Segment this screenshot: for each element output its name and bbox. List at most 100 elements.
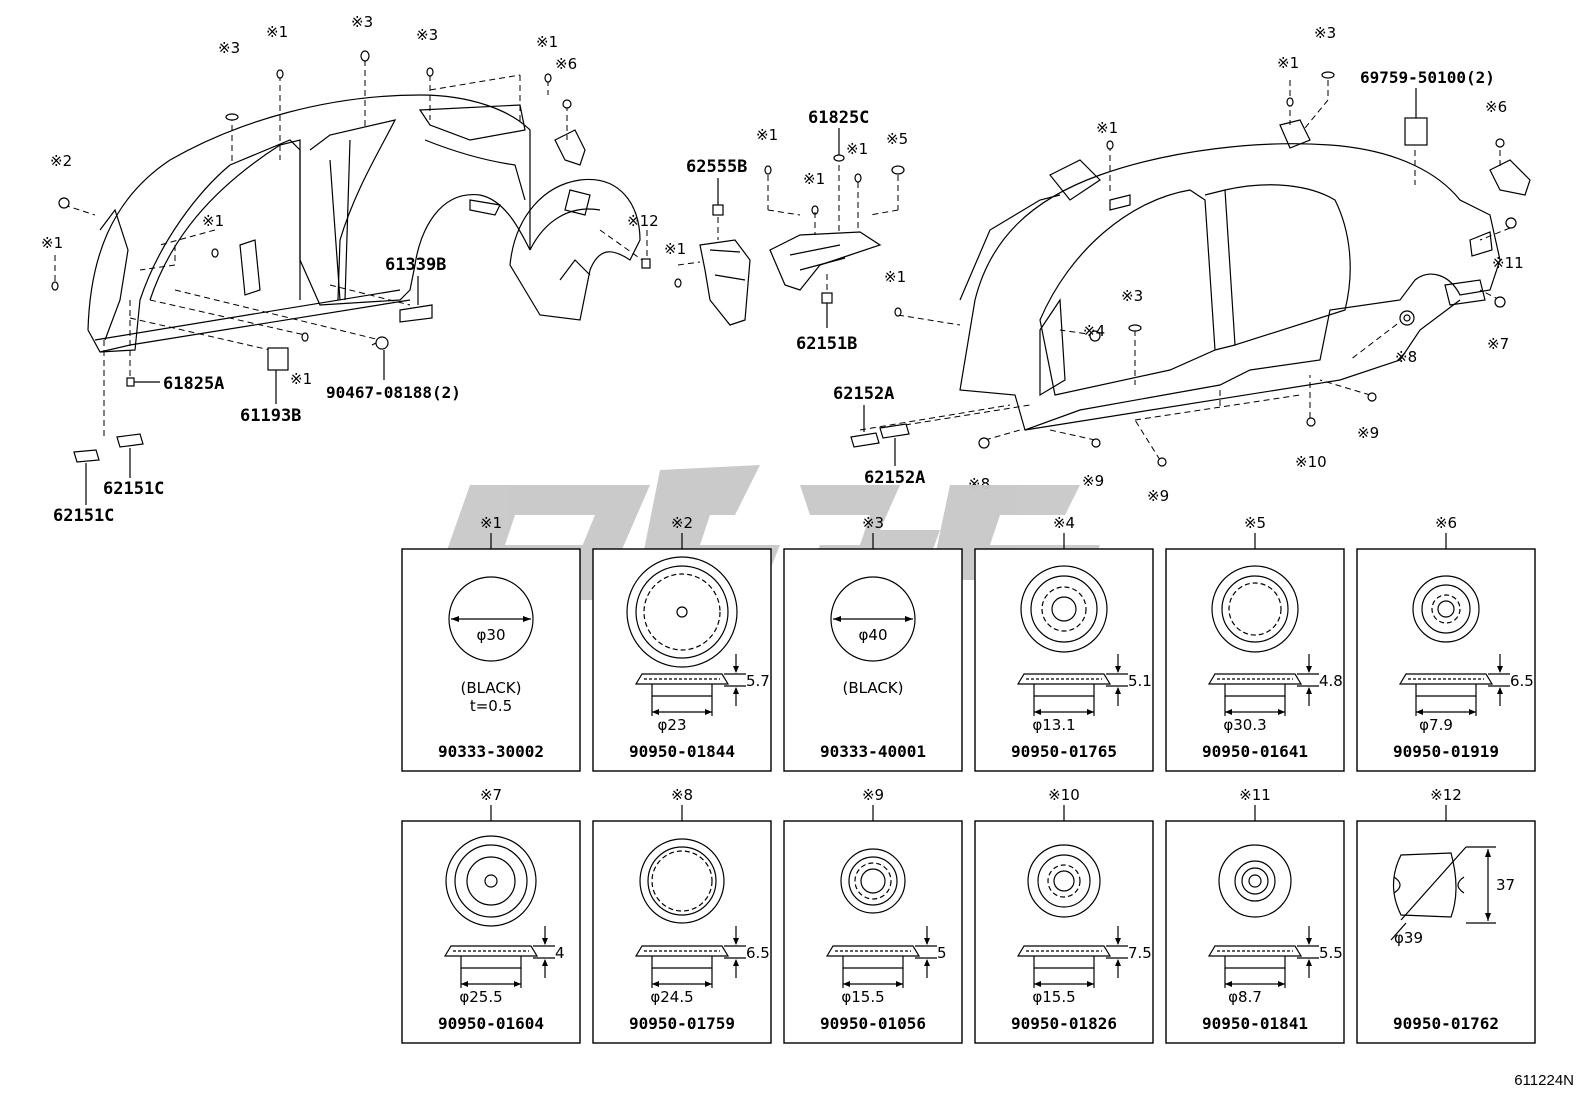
left-fasteners — [51, 50, 651, 463]
svg-text:※12: ※12 — [627, 212, 659, 230]
plug-color: (BLACK) — [842, 679, 903, 697]
label-61339B: 61339B — [385, 255, 446, 275]
plug-diameter: φ15.5 — [841, 988, 884, 1006]
plug-height: 5.5 — [1319, 944, 1343, 962]
plug-cell-11: ※11 90950-01841 5.5 φ8.7 — [1165, 786, 1345, 1044]
label-62151B: 62151B — [796, 334, 857, 354]
plug-box — [401, 820, 581, 1044]
svg-text:※1: ※1 — [664, 240, 686, 258]
plug-box — [1165, 548, 1345, 772]
svg-text:※4: ※4 — [1083, 322, 1105, 340]
svg-text:※1: ※1 — [290, 370, 312, 388]
plug-box — [1165, 820, 1345, 1044]
plug-color: (BLACK) — [460, 679, 521, 697]
plug-thickness: t=0.5 — [470, 697, 512, 715]
left-leaders — [54, 60, 648, 440]
svg-text:※2: ※2 — [50, 152, 72, 170]
plug-diameter: φ30.3 — [1223, 716, 1266, 734]
plug-mark: ※4 — [1053, 514, 1075, 532]
svg-text:※6: ※6 — [555, 55, 577, 73]
plug-height: 37 — [1496, 876, 1515, 894]
svg-text:※1: ※1 — [803, 170, 825, 188]
label-62555B: 62555B — [686, 157, 747, 177]
svg-text:※1: ※1 — [846, 140, 868, 158]
plug-height: 6.5 — [746, 944, 770, 962]
plug-mark: ※3 — [862, 514, 884, 532]
plug-diameter: φ13.1 — [1032, 716, 1075, 734]
plug-cell-1: ※1 90333-30002 φ30 (BLACK)t=0.5 — [401, 514, 581, 772]
label-62151C-upper: 62151C — [103, 479, 164, 499]
callout-labels: 61339B 90467-08188(2) 61825A 61193B 6215… — [53, 68, 1495, 526]
label-62151C-lower: 62151C — [53, 506, 114, 526]
label-69759-50100: 69759-50100(2) — [1360, 68, 1495, 87]
svg-text:※3: ※3 — [416, 26, 438, 44]
svg-text:※10: ※10 — [1295, 453, 1327, 471]
assembly-marks: ※3 ※1 ※3 ※3 ※1 ※6 ※2 ※1 ※1 ※1 ※12 ※1 ※1 … — [41, 13, 1524, 505]
plug-part-number: 90950-01826 — [1011, 1014, 1117, 1033]
plug-height: 4 — [555, 944, 565, 962]
svg-text:※3: ※3 — [1121, 287, 1143, 305]
plug-part-number: 90950-01919 — [1393, 742, 1499, 761]
svg-text:※5: ※5 — [886, 130, 908, 148]
drawing-reference: 611224N — [1514, 1072, 1574, 1089]
plug-part-number: 90950-01765 — [1011, 742, 1117, 761]
plug-mark: ※11 — [1239, 786, 1271, 804]
svg-text:※11: ※11 — [1492, 254, 1524, 272]
plug-diameter: φ25.5 — [459, 988, 502, 1006]
right-leaders — [859, 80, 1511, 461]
plug-box — [592, 820, 772, 1044]
svg-text:※8: ※8 — [1395, 348, 1417, 366]
plug-part-number: 90950-01844 — [629, 742, 735, 761]
svg-text:※3: ※3 — [351, 13, 373, 31]
svg-text:※6: ※6 — [1485, 98, 1507, 116]
center-brackets — [674, 154, 905, 328]
plug-mark: ※12 — [1430, 786, 1462, 804]
plug-box — [783, 548, 963, 772]
right-body-side-panel — [959, 117, 1531, 431]
plug-height: 4.8 — [1319, 672, 1343, 690]
svg-text:※1: ※1 — [202, 212, 224, 230]
plug-diameter: φ30 — [477, 626, 506, 644]
plug-box — [1356, 548, 1536, 772]
svg-text:※1: ※1 — [41, 234, 63, 252]
svg-text:※9: ※9 — [1082, 472, 1104, 490]
plug-part-number: 90950-01641 — [1202, 742, 1308, 761]
plug-mark: ※5 — [1244, 514, 1266, 532]
plug-part-number: 90950-01759 — [629, 1014, 735, 1033]
plug-part-number: 90950-01056 — [820, 1014, 926, 1033]
label-61193B: 61193B — [240, 406, 301, 426]
label-61825C: 61825C — [808, 108, 869, 128]
plug-mark: ※1 — [480, 514, 502, 532]
label-62152A-upper: 62152A — [833, 384, 894, 404]
svg-text:※7: ※7 — [1487, 335, 1509, 353]
svg-text:※3: ※3 — [218, 39, 240, 57]
plug-diameter: φ40 — [859, 626, 888, 644]
plug-box — [401, 548, 581, 772]
plug-diameter: φ23 — [658, 716, 687, 734]
plug-part-number: 90950-01841 — [1202, 1014, 1308, 1033]
plug-box — [783, 820, 963, 1044]
plug-height: 7.5 — [1128, 944, 1152, 962]
plug-mark: ※2 — [671, 514, 693, 532]
plug-part-number: 90333-40001 — [820, 742, 926, 761]
right-fasteners — [850, 71, 1517, 467]
plug-diameter: φ8.7 — [1228, 988, 1262, 1006]
plug-mark: ※8 — [671, 786, 693, 804]
label-90467-08188: 90467-08188(2) — [326, 383, 461, 402]
plug-diameter: φ39 — [1394, 929, 1423, 947]
plug-mark: ※9 — [862, 786, 884, 804]
label-62152A-lower: 62152A — [864, 468, 925, 488]
plug-mark: ※6 — [1435, 514, 1457, 532]
svg-text:※1: ※1 — [1277, 54, 1299, 72]
plug-part-number: 90333-30002 — [438, 742, 544, 761]
svg-text:※1: ※1 — [1096, 119, 1118, 137]
svg-text:※9: ※9 — [1357, 424, 1379, 442]
svg-text:※1: ※1 — [266, 23, 288, 41]
